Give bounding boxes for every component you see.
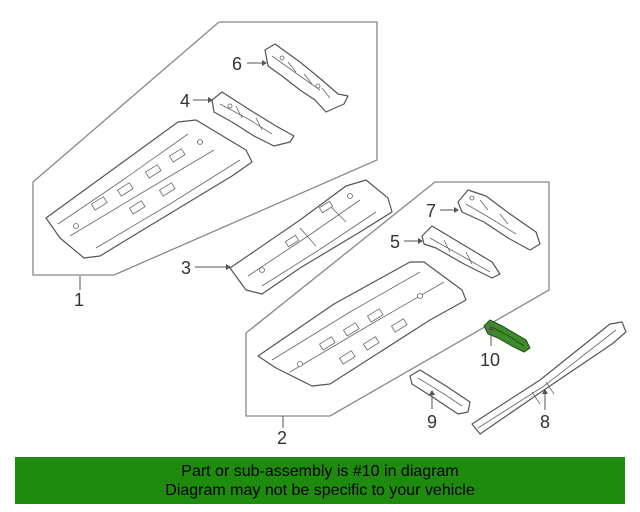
callout-1: 1 <box>74 290 84 310</box>
part-4-reinforcement <box>211 91 295 147</box>
part-3-floor-tunnel <box>229 179 393 295</box>
part-7-reinforcement <box>457 189 541 251</box>
banner-line-part: Part or sub-assembly is #10 in diagram <box>181 463 459 480</box>
parts-diagram: 6 4 3 1 7 5 2 9 8 10 <box>32 21 627 448</box>
part-5-reinforcement <box>421 225 501 279</box>
callout-9: 9 <box>427 412 437 432</box>
callout-5: 5 <box>390 232 400 252</box>
frame-part-1 <box>32 21 378 276</box>
banner-line-disclaimer: Diagram may not be specific to your vehi… <box>165 482 475 499</box>
callout-3: 3 <box>181 258 191 278</box>
callout-leaders <box>79 60 548 428</box>
frame-part-2 <box>245 181 550 417</box>
callout-2: 2 <box>277 428 287 448</box>
part-2-rear-floor-pan <box>257 261 467 387</box>
part-10-highlighted-bracket <box>483 319 531 353</box>
part-9-bracket <box>409 369 471 415</box>
callout-6: 6 <box>232 54 242 74</box>
part-8-side-rail <box>471 321 627 435</box>
callout-10: 10 <box>480 350 500 370</box>
callout-4: 4 <box>180 91 190 111</box>
callout-8: 8 <box>540 412 550 432</box>
callout-7: 7 <box>426 201 436 221</box>
info-banner: Part or sub-assembly is #10 in diagram D… <box>15 457 625 504</box>
part-1-front-floor-pan <box>45 119 253 259</box>
part-6-reinforcement <box>264 43 349 113</box>
